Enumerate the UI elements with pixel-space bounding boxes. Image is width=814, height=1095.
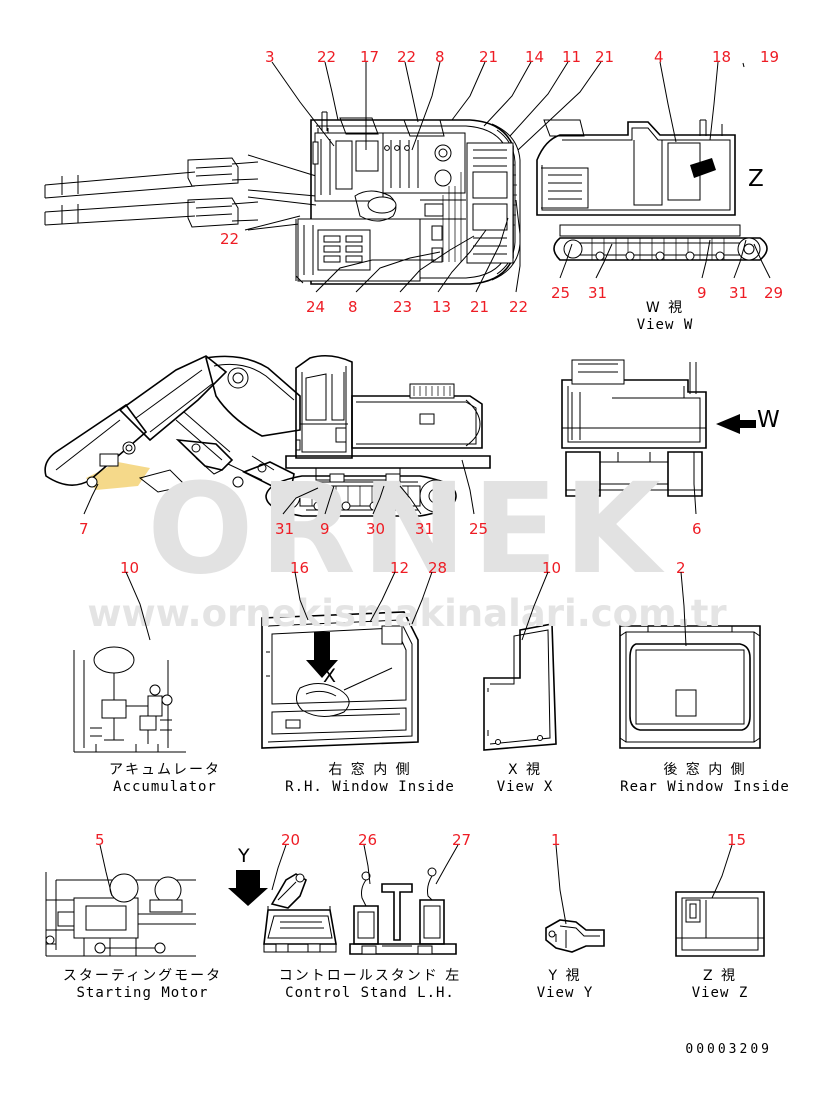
callout-number: 10 — [542, 559, 562, 577]
machine-side-elevation — [44, 354, 491, 517]
callout-number: 20 — [281, 831, 301, 849]
caption-rh-window-inside-en: R.H. Window Inside — [285, 779, 455, 795]
callout-number: 22 — [509, 298, 529, 316]
view-w-machine — [536, 119, 768, 261]
callout-number: 28 — [428, 559, 448, 577]
callout-number: 31 — [588, 284, 608, 302]
caption-view-x-jp: X 視 — [507, 762, 543, 778]
detail-view-y — [545, 919, 605, 953]
caption-rear-window-inside-en: Rear Window Inside — [620, 779, 790, 795]
drawing-number: 00003209 — [685, 1042, 772, 1057]
callout-number: 3 — [265, 48, 275, 66]
callout-number: 8 — [435, 48, 445, 66]
caption-view-y-jp: Y 視 — [548, 968, 582, 984]
callout-number: 22 — [317, 48, 337, 66]
callout-number: 25 — [551, 284, 571, 302]
callout-number: 19 — [760, 48, 780, 66]
caption-view-y-en: View Y — [536, 985, 594, 1001]
callout-number: 16 — [290, 559, 310, 577]
callout-number: 15 — [727, 831, 747, 849]
callout-number: 31 — [729, 284, 749, 302]
detail-control-stand-right — [349, 867, 457, 955]
marker-y-label: Y — [238, 845, 250, 867]
caption-accumulator-en: Accumulator — [113, 779, 217, 795]
caption-view-w-en: View W — [636, 317, 694, 333]
machine-rear-view — [561, 359, 756, 497]
callout-number: 21 — [470, 298, 490, 316]
callout-number: 11 — [562, 48, 582, 66]
callout-number: 5 — [95, 831, 105, 849]
callout-number: 6 — [692, 520, 702, 538]
callout-number: 12 — [390, 559, 410, 577]
detail-rear-window-inside — [619, 625, 761, 749]
caption-starting-motor-jp: スターティングモータ — [62, 968, 223, 984]
caption-view-x-en: View X — [496, 779, 554, 795]
detail-starting-motor — [45, 872, 196, 957]
callout-number: 17 — [360, 48, 380, 66]
callout-number: 30 — [366, 520, 386, 538]
callout-number: 22 — [397, 48, 417, 66]
callout-number: 18 — [712, 48, 732, 66]
detail-rh-window-inside — [261, 611, 419, 749]
callout-number: 29 — [764, 284, 784, 302]
caption-view-z-en: View Z — [691, 985, 749, 1001]
machine-top-view — [44, 111, 521, 285]
callout-number: 21 — [479, 48, 499, 66]
callout-number: 13 — [432, 298, 452, 316]
callout-number: 7 — [79, 520, 89, 538]
callout-number: 23 — [393, 298, 413, 316]
caption-control-stand-lh-jp: コントロールスタンド 左 — [278, 968, 462, 984]
callout-number: 31 — [415, 520, 435, 538]
detail-view-x — [483, 623, 557, 751]
caption-starting-motor-en: Starting Motor — [76, 985, 209, 1001]
marker-z-label: Z — [748, 166, 764, 192]
callout-number: 1 — [551, 831, 561, 849]
callout-number: 25 — [469, 520, 489, 538]
detail-control-stand-lh — [228, 870, 337, 953]
caption-rear-window-inside-jp: 後 窓 内 側 — [663, 762, 747, 778]
marker-x-label: X — [323, 665, 337, 687]
callout-number: 24 — [306, 298, 326, 316]
caption-view-z-jp: Z 視 — [702, 968, 738, 984]
caption-rh-window-inside-jp: 右 窓 内 側 — [328, 762, 412, 778]
callout-number: 21 — [595, 48, 615, 66]
detail-view-z — [675, 891, 765, 957]
caption-accumulator-jp: アキュムレータ — [109, 762, 221, 778]
callout-number: 14 — [525, 48, 545, 66]
detail-accumulator — [73, 646, 186, 753]
callout-number: 9 — [697, 284, 707, 302]
callout-number: 2 — [676, 559, 686, 577]
callout-number: 27 — [452, 831, 472, 849]
caption-view-w-jp: W 視 — [645, 300, 685, 316]
callout-number: 22 — [220, 230, 240, 248]
callout-number: 10 — [120, 559, 140, 577]
callout-number: 31 — [275, 520, 295, 538]
callout-number: 4 — [654, 48, 664, 66]
caption-control-stand-lh-en: Control Stand L.H. — [285, 985, 455, 1001]
callout-number: 26 — [358, 831, 378, 849]
callout-number: 8 — [348, 298, 358, 316]
callout-number: 9 — [320, 520, 330, 538]
marker-w-label: W — [757, 407, 780, 433]
